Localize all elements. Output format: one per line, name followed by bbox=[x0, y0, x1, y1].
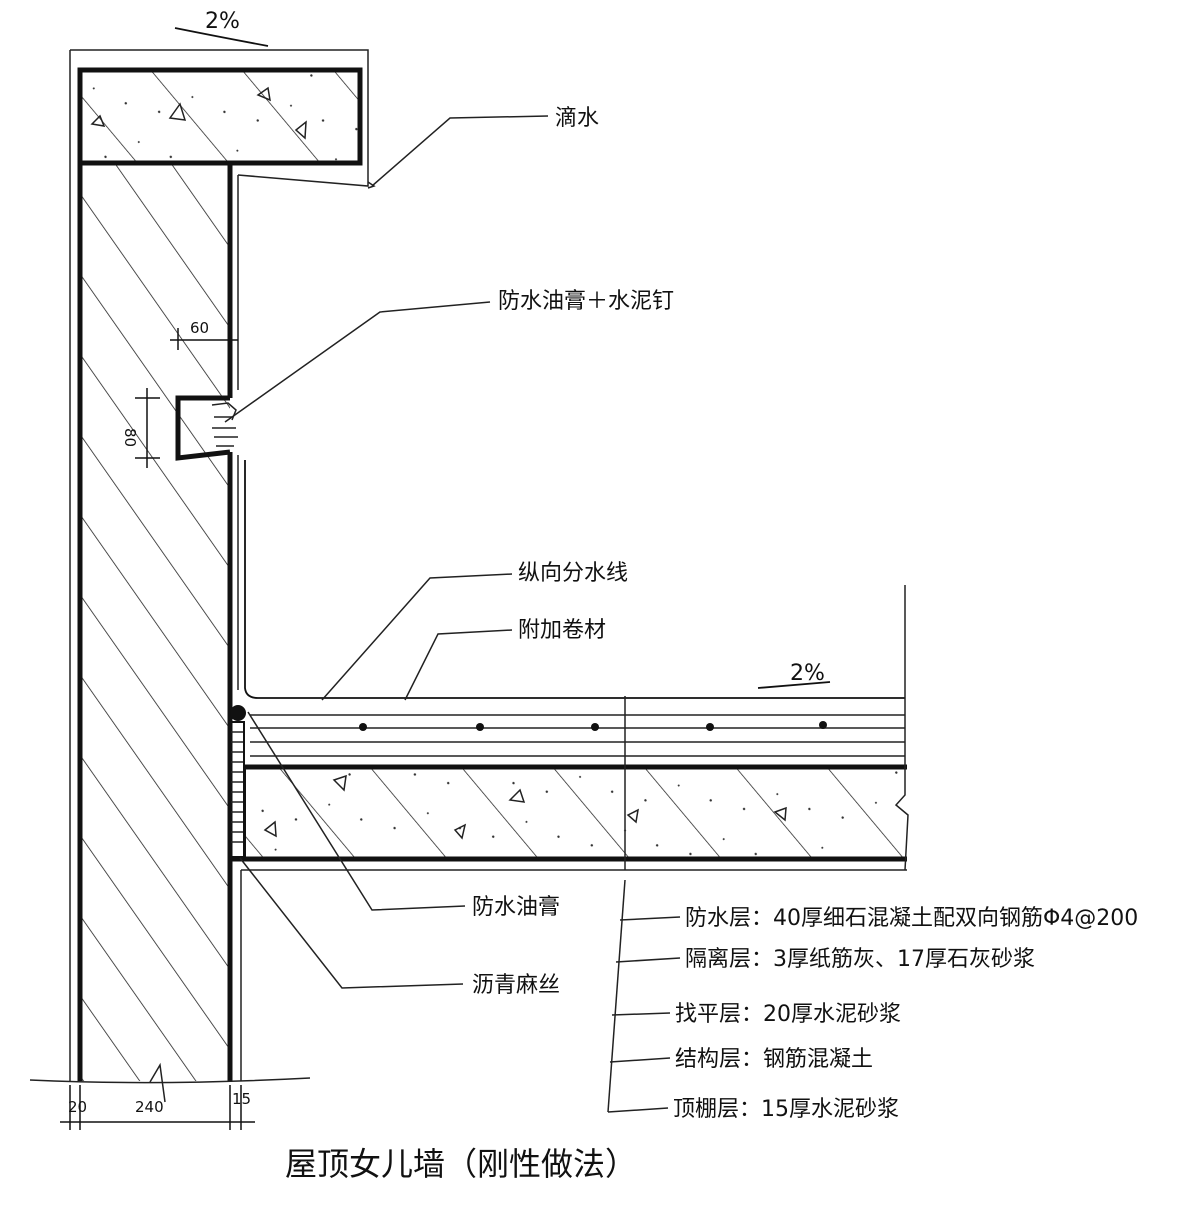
layer-isolation: 隔离层：3厚纸筋灰、17厚石灰砂浆 bbox=[685, 947, 1035, 972]
label-drip: 滴水 bbox=[555, 106, 599, 131]
label-jute: 沥青麻丝 bbox=[472, 973, 560, 998]
drawing-title: 屋顶女儿墙（刚性做法） bbox=[285, 1145, 637, 1183]
ground-lines bbox=[29, 1062, 311, 1103]
label-sealant-nail: 防水油膏＋水泥钉 bbox=[498, 289, 674, 314]
layer-ceiling: 顶棚层：15厚水泥砂浆 bbox=[673, 1097, 899, 1122]
layer-leveling: 找平层：20厚水泥砂浆 bbox=[675, 1002, 901, 1027]
dim-20-text: 20 bbox=[68, 1098, 87, 1116]
roof-slope-text: 2% bbox=[790, 661, 825, 686]
dim-80: 80 bbox=[121, 388, 160, 468]
dim-15-text: 15 bbox=[232, 1090, 251, 1108]
dim-240-text: 240 bbox=[135, 1098, 164, 1116]
leader-lines bbox=[224, 115, 681, 1113]
sealant-groove bbox=[175, 395, 238, 461]
dim-60: 60 bbox=[170, 319, 238, 350]
layer-waterproof: 防水层：40厚细石混凝土配双向钢筋Φ4@200 bbox=[685, 906, 1138, 931]
label-joint: 纵向分水线 bbox=[518, 561, 628, 586]
dim-60-text: 60 bbox=[190, 319, 209, 337]
layer-structural: 结构层：钢筋混凝土 bbox=[675, 1047, 873, 1072]
coping-beam bbox=[70, 49, 376, 189]
label-sealant: 防水油膏 bbox=[472, 895, 560, 920]
top-slope-mark: 2% bbox=[174, 9, 269, 47]
roof-slope-mark: 2% bbox=[757, 661, 831, 689]
parapet-wall bbox=[69, 50, 242, 1081]
label-extra-membrane: 附加卷材 bbox=[518, 618, 606, 643]
top-slope-text: 2% bbox=[205, 9, 240, 34]
bottom-dims: 20 240 15 bbox=[60, 1085, 255, 1130]
roof-layers bbox=[232, 460, 909, 871]
joint-filler bbox=[229, 705, 246, 858]
dim-80-text: 80 bbox=[121, 428, 139, 447]
